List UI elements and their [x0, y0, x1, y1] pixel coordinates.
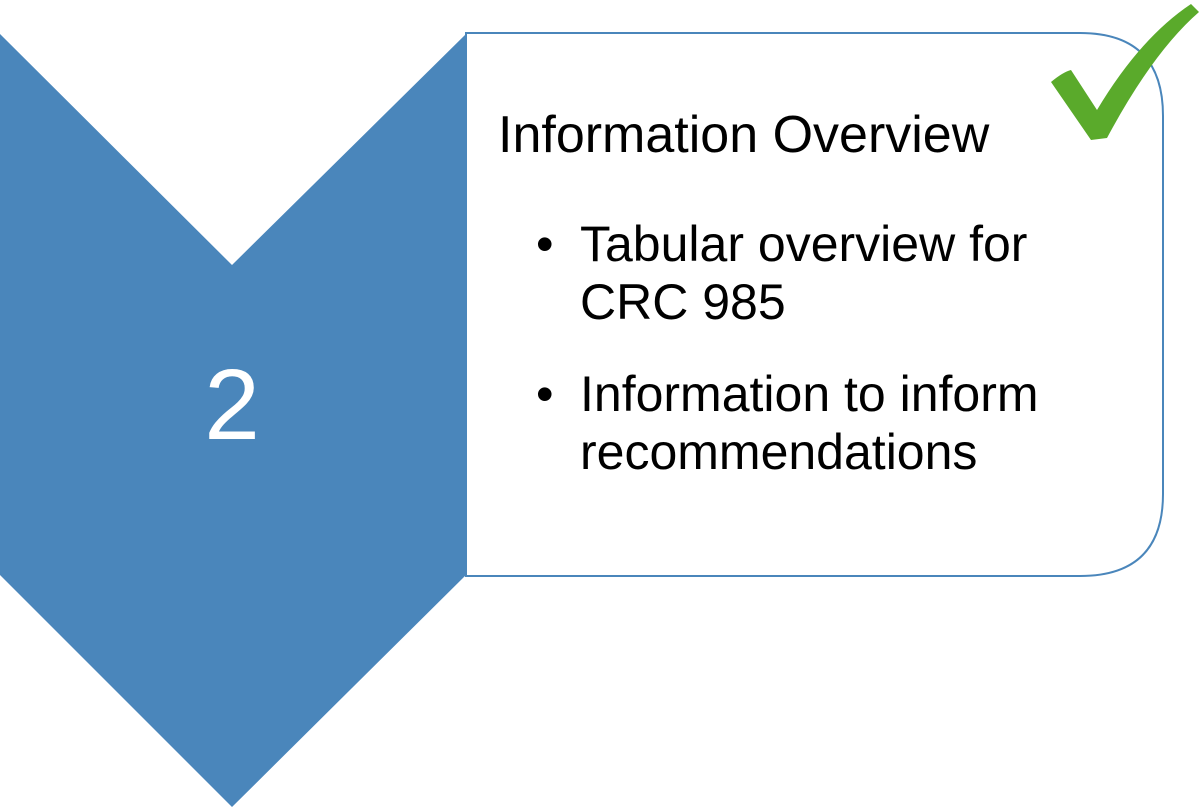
step-chevron [0, 34, 466, 807]
checkmark-shape [1051, 4, 1199, 140]
bullet-list: • Tabular overview for CRC 985 • Informa… [536, 215, 1136, 515]
bullet-icon: • [536, 216, 554, 272]
bullet-text: Tabular overview for CRC 985 [580, 216, 1028, 330]
checkmark-icon [1051, 4, 1199, 140]
chevron-shape [0, 34, 466, 807]
list-item: • Information to inform recommendations [536, 365, 1136, 481]
list-item: • Tabular overview for CRC 985 [536, 215, 1136, 331]
box-title: Information Overview [498, 106, 990, 164]
content-box-border [465, 32, 1164, 577]
bullet-text: Information to inform recommendations [580, 366, 1039, 480]
step-number: 2 [204, 349, 260, 461]
bullet-icon: • [536, 366, 554, 422]
